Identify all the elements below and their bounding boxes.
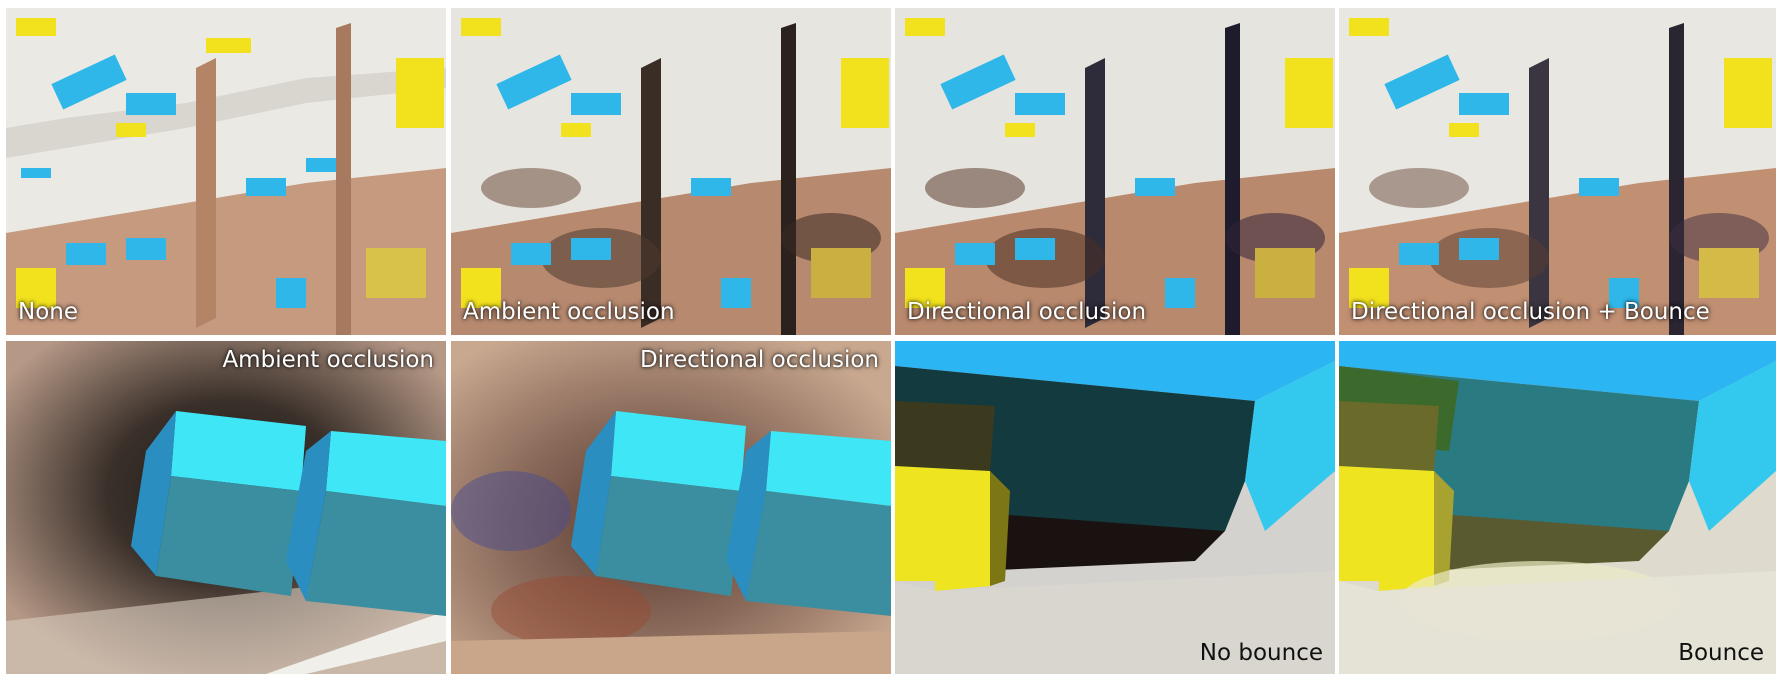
bottom-panel-no-bounce: No bounce (895, 341, 1335, 674)
panel-label: Directional occlusion + Bounce (1351, 299, 1710, 325)
panel-label: No bounce (1199, 640, 1323, 666)
bottom-panel-directional-occlusion: Directional occlusion (451, 341, 891, 674)
panel-label: Directional occlusion (907, 299, 1147, 325)
top-panel-directional-occlusion-bounce: Directional occlusion + Bounce (1339, 8, 1776, 335)
top-panel-none: None (6, 8, 446, 335)
closeup-render-image (451, 341, 891, 674)
panel-label: Directional occlusion (639, 347, 879, 373)
city-render-image (451, 8, 891, 335)
panel-label: Ambient occlusion (463, 299, 675, 325)
city-render-image (6, 8, 446, 335)
city-render-image (1339, 8, 1776, 335)
panel-label: Ambient occlusion (222, 347, 434, 373)
city-render-image (895, 8, 1335, 335)
top-panel-ambient-occlusion: Ambient occlusion (451, 8, 891, 335)
panel-label: None (18, 299, 79, 325)
bottom-panel-ambient-occlusion: Ambient occlusion (6, 341, 446, 674)
top-panel-directional-occlusion: Directional occlusion (895, 8, 1335, 335)
bottom-panel-bounce: Bounce (1339, 341, 1776, 674)
closeup-render-image (895, 341, 1335, 674)
closeup-render-image (1339, 341, 1776, 674)
closeup-render-image (6, 341, 446, 674)
panel-label: Bounce (1678, 640, 1764, 666)
